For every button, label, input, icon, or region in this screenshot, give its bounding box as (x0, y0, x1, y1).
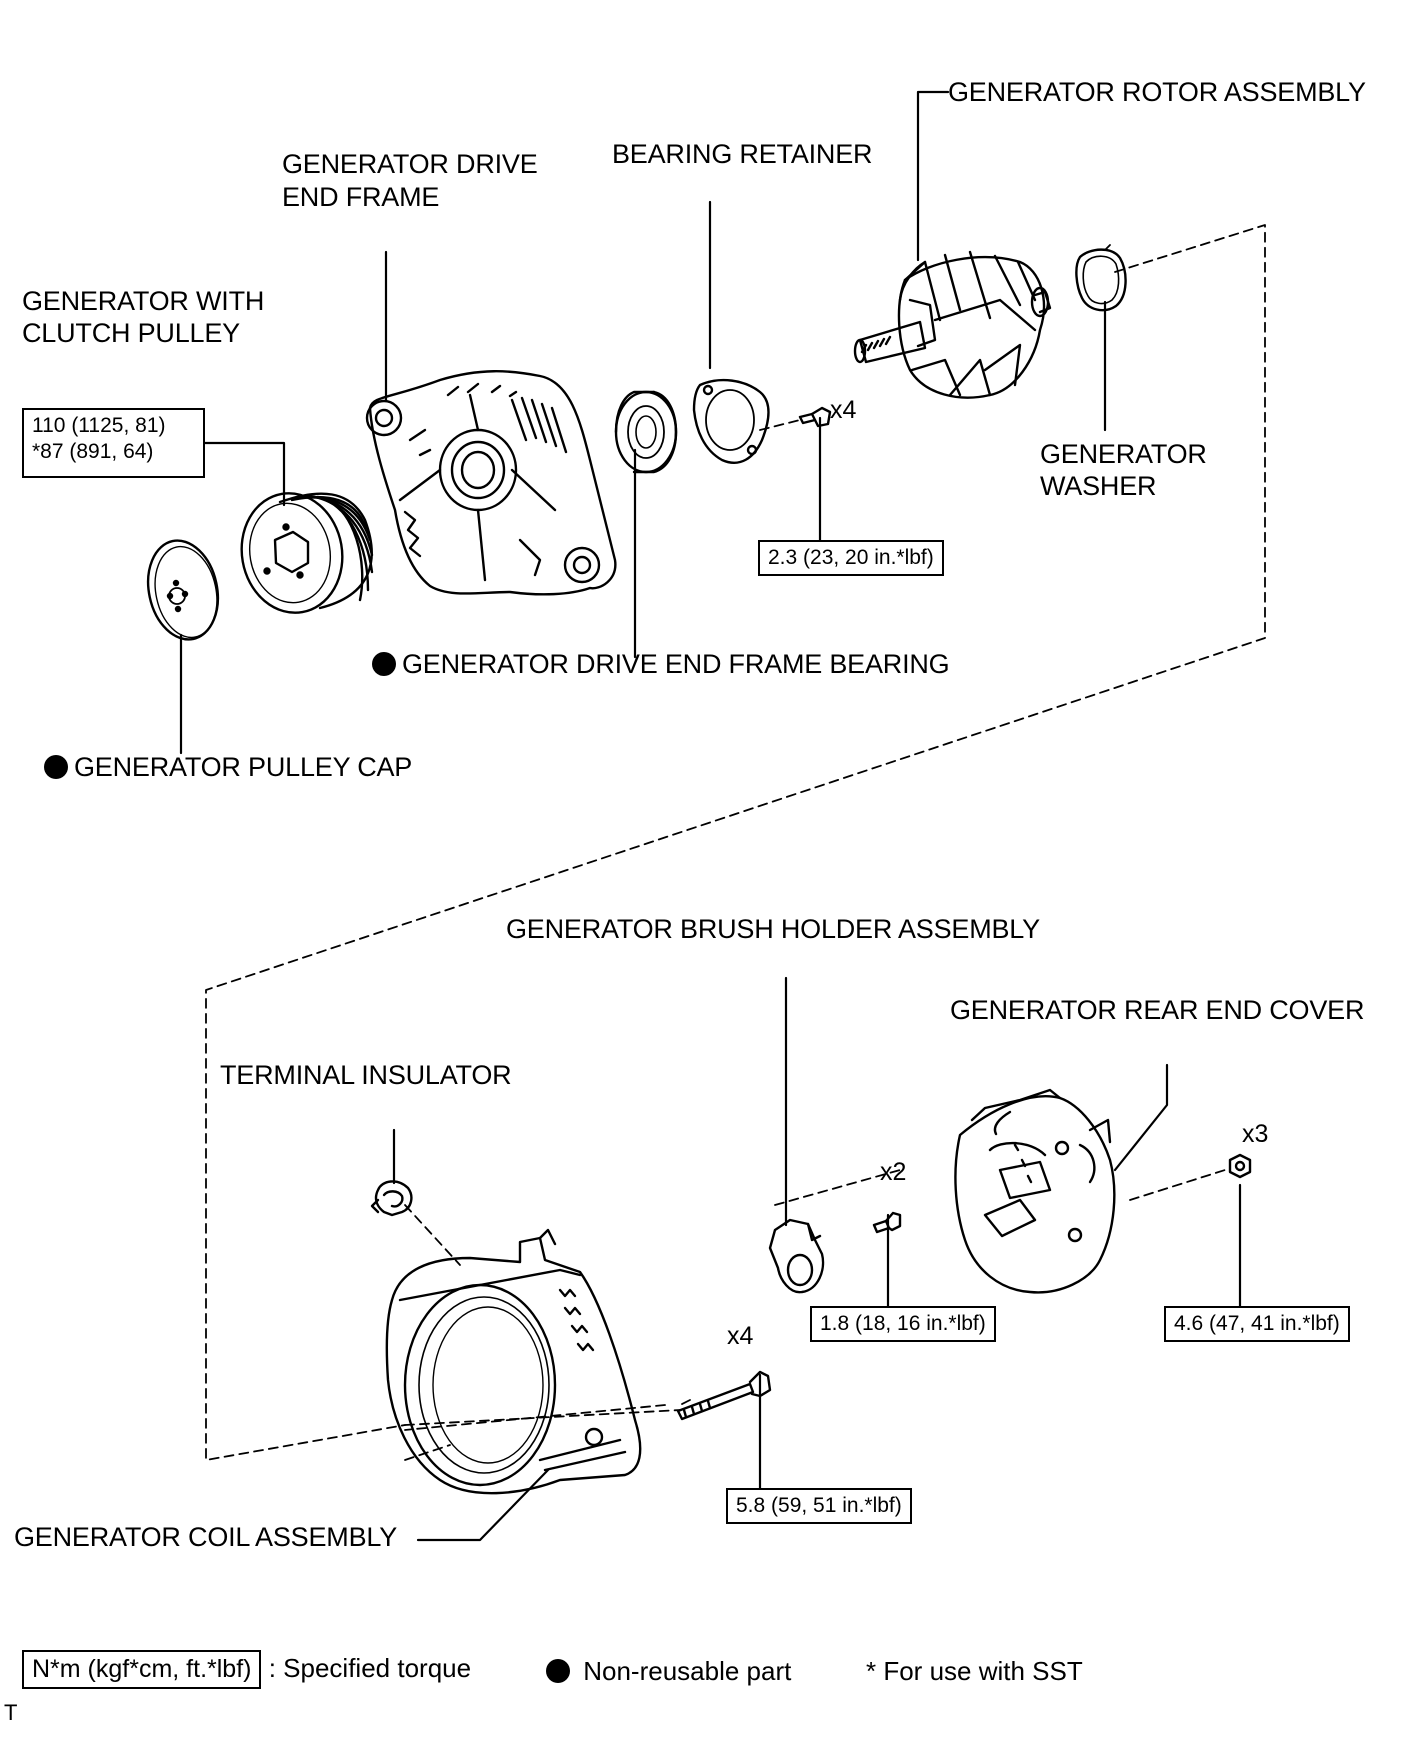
assembly-path (205, 224, 1266, 1461)
washer-label-line1: GENERATOR (1040, 439, 1207, 469)
coil-bolt-torque-box: 5.8 (59, 51 in.*lbf) (726, 1488, 912, 1524)
non-reusable-dot-icon (372, 652, 396, 676)
non-reusable-dot-icon (44, 755, 68, 779)
pulley-cap-part (146, 539, 220, 641)
retainer-screw-torque-box: 2.3 (23, 20 in.*lbf) (758, 540, 944, 576)
sst-legend: * For use with SST (866, 1656, 1083, 1686)
bearing-retainer-label: BEARING RETAINER (612, 139, 873, 169)
cover-nut-qty: x3 (1242, 1120, 1269, 1148)
cover-nut-torque-box: 4.6 (47, 41 in.*lbf) (1164, 1306, 1350, 1342)
retainer-screw-qty: x4 (830, 396, 857, 424)
coil-bolt-qty: x4 (727, 1322, 754, 1350)
rear-end-cover-part (954, 1088, 1116, 1294)
clutch-pulley-label-line1: GENERATOR WITH (22, 286, 265, 316)
retainer-screw-part (798, 406, 832, 428)
pulley-cap-label-text: GENERATOR PULLEY CAP (74, 752, 413, 782)
coil-bolt-part (676, 1370, 772, 1421)
drive-end-frame-label-line2: END FRAME (282, 182, 440, 212)
rotor-part (853, 250, 1052, 399)
pulley-torque-value: 110 (1125, 81) (32, 414, 166, 437)
cover-nut-part (1228, 1153, 1252, 1179)
terminal-insulator-label: TERMINAL INSULATOR (220, 1060, 512, 1090)
terminal-insulator-part (370, 1180, 413, 1217)
clutch-pulley-label-line2: CLUTCH PULLEY (22, 318, 240, 348)
corner-mark: T (4, 1700, 18, 1725)
clutch-pulley-part (240, 492, 374, 614)
non-reusable-dot-icon (546, 1659, 570, 1683)
washer-part (1075, 248, 1127, 312)
washer-label-line2: WASHER (1040, 471, 1157, 501)
bearing-label: GENERATOR DRIVE END FRAME BEARING (372, 648, 950, 681)
non-reusable-legend-text: Non-reusable part (583, 1656, 792, 1686)
torque-legend-text: : Specified torque (268, 1653, 472, 1683)
torque-legend: N*m (kgf*cm, ft.*lbf) : Specified torque (22, 1650, 471, 1689)
leader-lines (179, 90, 1242, 1542)
coil-assembly-part (385, 1228, 642, 1495)
coil-assembly-label: GENERATOR COIL ASSEMBLY (14, 1522, 398, 1552)
bearing-retainer-part (692, 378, 770, 464)
pulley-torque-sst-value: *87 (891, 64) (32, 440, 154, 463)
non-reusable-legend: Non-reusable part (546, 1656, 791, 1687)
brush-screw-part (872, 1211, 902, 1234)
pulley-torque-box: 110 (1125, 81) *87 (891, 64) (22, 408, 205, 478)
drive-end-frame-label-line1: GENERATOR DRIVE (282, 149, 538, 179)
brush-holder-part (768, 1218, 825, 1294)
bearing-label-text: GENERATOR DRIVE END FRAME BEARING (402, 649, 950, 679)
brush-holder-label: GENERATOR BRUSH HOLDER ASSEMBLY (506, 914, 1040, 944)
pulley-cap-label: GENERATOR PULLEY CAP (44, 751, 412, 784)
rear-end-cover-label: GENERATOR REAR END COVER (950, 995, 1365, 1025)
bearing-part (614, 390, 678, 474)
rotor-label: GENERATOR ROTOR ASSEMBLY (948, 77, 1366, 107)
drive-end-frame-part (365, 370, 617, 596)
brush-screw-qty: x2 (880, 1158, 907, 1186)
torque-legend-box: N*m (kgf*cm, ft.*lbf) (22, 1650, 262, 1689)
brush-screw-torque-box: 1.8 (18, 16 in.*lbf) (810, 1306, 996, 1342)
